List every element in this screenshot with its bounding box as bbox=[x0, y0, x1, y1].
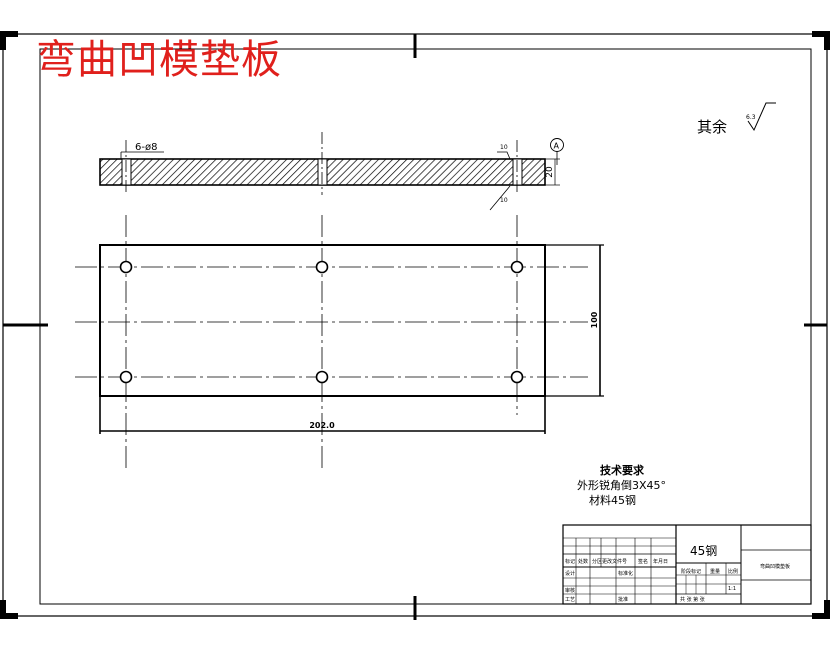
roughness-label: 其余 bbox=[697, 118, 727, 136]
tb-stage-marks: 阶段标记 bbox=[681, 568, 701, 575]
plan-view: 202.0 100 bbox=[75, 215, 604, 470]
tech-line-2: 材料45钢 bbox=[589, 493, 636, 507]
tb-sheets: 共 张 第 张 bbox=[680, 596, 705, 603]
datum-label: A bbox=[554, 142, 560, 151]
roughness-value: 6.3 bbox=[746, 114, 756, 121]
tb-drawing-name: 弯曲凹模垫板 bbox=[760, 563, 790, 570]
tb-standardization: 标准化 bbox=[618, 570, 633, 577]
title-block bbox=[562, 524, 812, 605]
thickness-dim: 20 bbox=[545, 166, 555, 178]
height-dim: 100 bbox=[590, 311, 599, 328]
tech-heading: 技术要求 bbox=[600, 463, 645, 477]
drawing-title: 弯曲凹模垫板 bbox=[36, 37, 282, 83]
tb-h-change: 更改文件号 bbox=[602, 558, 627, 565]
tb-h-mark: 标记 bbox=[565, 558, 575, 565]
tech-requirements: 技术要求 外形锐角倒3X45° 材料45钢 bbox=[577, 463, 666, 507]
hole-callout: 6-ø8 bbox=[135, 142, 157, 153]
tb-scale-value: 1:1 bbox=[728, 586, 736, 592]
tb-material: 45钢 bbox=[690, 544, 717, 558]
tb-h-date: 年月日 bbox=[653, 558, 668, 565]
tb-h-count: 处数 bbox=[578, 558, 588, 565]
tech-line-1: 外形锐角倒3X45° bbox=[577, 478, 666, 492]
tb-reviewer: 审核 bbox=[565, 587, 575, 594]
tb-approve: 批准 bbox=[618, 596, 628, 603]
tb-h-zone: 分区 bbox=[592, 558, 602, 565]
width-dim: 202.0 bbox=[309, 421, 335, 430]
tb-scale: 比例 bbox=[728, 568, 738, 575]
sheet-border bbox=[0, 31, 830, 620]
parallel-left: 10 bbox=[500, 144, 508, 151]
title-block-text: 45钢 弯曲凹模垫板 标记 处数 分区 更改文件号 签名 年月日 设计 标准化 … bbox=[565, 544, 790, 603]
tb-h-sign: 签名 bbox=[638, 558, 648, 565]
tb-designer: 设计 bbox=[565, 570, 575, 577]
roughness-note: 其余 6.3 bbox=[697, 102, 776, 136]
parallel-right: 10 bbox=[500, 197, 508, 204]
tb-process: 工艺 bbox=[565, 597, 575, 603]
tb-weight: 重量 bbox=[710, 568, 720, 575]
section-view: 6-ø8 A 20 10 10 bbox=[99, 132, 564, 211]
